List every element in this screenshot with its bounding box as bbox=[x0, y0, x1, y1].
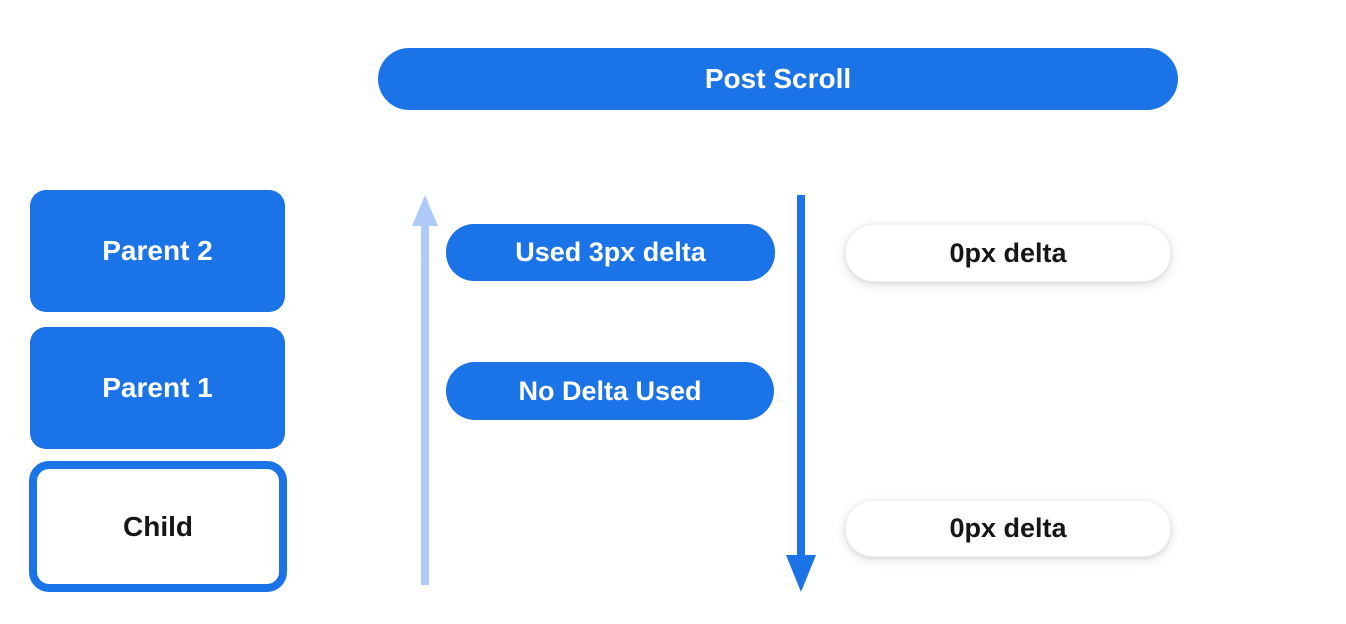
zero-px-delta-bottom-label: 0px delta bbox=[949, 513, 1067, 543]
used-3px-delta-pill: Used 3px delta bbox=[446, 224, 775, 281]
child-label: Child bbox=[123, 510, 193, 542]
zero-px-delta-top-label: 0px delta bbox=[949, 237, 1067, 268]
no-delta-used-label: No Delta Used bbox=[518, 375, 702, 406]
no-delta-used-pill: No Delta Used bbox=[446, 362, 774, 420]
child-node: Child bbox=[29, 461, 287, 592]
post-scroll-label: Post Scroll bbox=[704, 63, 852, 94]
zero-px-delta-bottom-pill: 0px delta bbox=[845, 500, 1171, 557]
up-arrow-icon bbox=[412, 195, 438, 585]
zero-px-delta-top-pill: 0px delta bbox=[845, 224, 1171, 282]
used-3px-delta-label: Used 3px delta bbox=[515, 237, 706, 267]
parent2-label: Parent 2 bbox=[102, 235, 213, 266]
parent1-label: Parent 1 bbox=[102, 372, 213, 403]
parent2-node: Parent 2 bbox=[30, 190, 285, 312]
post-scroll-header-pill: Post Scroll bbox=[378, 48, 1178, 110]
down-arrow-icon bbox=[786, 195, 816, 592]
parent1-node: Parent 1 bbox=[30, 327, 285, 449]
